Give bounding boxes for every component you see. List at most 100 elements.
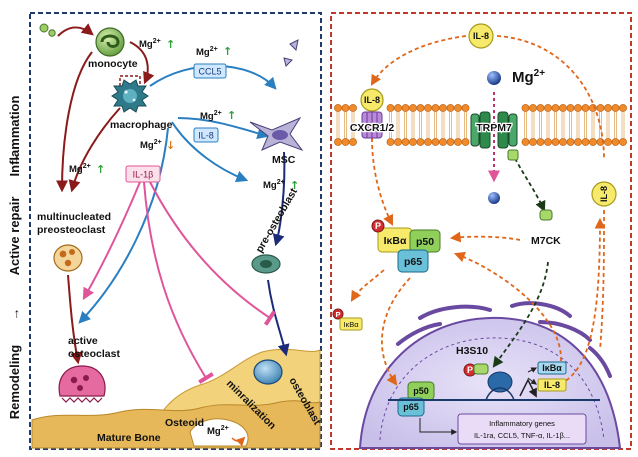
- arrow-small-to-monocyte: [57, 23, 94, 37]
- lipid-head: [604, 104, 612, 112]
- h3s10-label: H3S10: [456, 345, 488, 357]
- nfkb-p50-label: p50: [416, 236, 434, 248]
- lipid-tail: [621, 112, 625, 138]
- m7ck-kinase: M7CK: [531, 209, 561, 247]
- lipid-head: [529, 104, 537, 112]
- lipid-tail: [606, 112, 610, 138]
- lipid-head: [334, 104, 342, 112]
- nfkb-to-ikba-release: [350, 269, 385, 302]
- mg-indicator-il1b: Mg2+ ↓: [140, 139, 175, 152]
- svg-text:Mg2+: Mg2+: [69, 163, 91, 175]
- left-arrows: [56, 23, 290, 447]
- m7ck-to-h3s10: [492, 261, 549, 368]
- lipid-head: [446, 138, 455, 146]
- lipid-head: [454, 138, 462, 146]
- lipid-tail: [456, 112, 460, 138]
- arrow-preosteoblast-to-osteoblast: [267, 279, 290, 357]
- lipid-head: [581, 104, 590, 112]
- macrophage-label: macrophage: [110, 119, 173, 131]
- released-ikba: P IκBα: [332, 308, 363, 331]
- svg-text:Mg2+: Mg2+: [263, 179, 285, 191]
- stage-labels: Inflammation → Active repair → Remodelin…: [7, 95, 22, 419]
- lipid-head: [536, 138, 545, 146]
- lipid-head: [454, 104, 462, 112]
- lipid-head: [521, 104, 530, 112]
- lipid-tail: [464, 112, 467, 138]
- cxcr-to-nfkb: [371, 137, 393, 226]
- lipid-head: [544, 104, 552, 112]
- arrow-il8-to-msc: [177, 117, 270, 140]
- lipid-head: [439, 104, 447, 112]
- lipid-head: [596, 104, 605, 112]
- lipid-head: [416, 138, 425, 146]
- lipid-head: [536, 104, 545, 112]
- m7ck-label: M7CK: [531, 235, 561, 247]
- mg-ion-inside: [488, 192, 500, 204]
- lipid-tail: [531, 112, 535, 138]
- inhibit-il1b-to-preosteoblast: [149, 181, 277, 326]
- lipid-head: [521, 138, 530, 146]
- nfkb-complex: IκBα P p50 p65: [371, 219, 441, 273]
- lipid-tail: [591, 112, 595, 138]
- inhibit-mg-to-mineralization: [231, 436, 246, 447]
- lipid-tail: [389, 112, 392, 138]
- trpm7-to-m7ck: [511, 151, 546, 212]
- svg-text:↓: ↓: [166, 139, 175, 152]
- mg-indicator-monocyte: Mg2+ ↑: [139, 38, 175, 51]
- lipid-tail: [584, 112, 587, 138]
- inflammatory-genes-list: IL-1ra, CCL5, TNF-α, IL-1β...: [474, 431, 570, 440]
- nfkb-ikba-label: IκBα: [384, 235, 407, 247]
- h3s10-p-label: P: [467, 365, 473, 375]
- lipid-tail: [426, 112, 430, 138]
- lipid-head: [611, 138, 620, 146]
- il8-ligand-right: IL-8: [591, 181, 617, 207]
- lipid-head: [349, 138, 357, 146]
- preosteoblast-label: pre-osteoblast: [253, 186, 300, 255]
- svg-text:Mg2+: Mg2+: [196, 46, 218, 58]
- mg-indicator-msc: Mg2+ ↑: [263, 179, 299, 192]
- mg-indicator-ccl5: Mg2+ ↑: [196, 45, 232, 58]
- product-ikba-label: IκBα: [542, 363, 562, 373]
- inflammatory-genes-title: Inflammatory genes: [489, 419, 555, 428]
- il8-ligand-right-label: IL-8: [599, 186, 609, 202]
- arrow-msc-to-preosteoblast: [272, 151, 286, 247]
- lipid-head: [401, 138, 410, 146]
- lipid-head: [574, 138, 582, 146]
- lipid-tail: [411, 112, 415, 138]
- m7ck-to-nfkb: [449, 231, 521, 243]
- lipid-head: [424, 138, 432, 146]
- ccl5-badge: CCL5: [193, 63, 227, 79]
- lipid-head: [431, 138, 440, 146]
- arrow-monocyte-to-preosteoclast: [56, 51, 93, 193]
- lipid-head: [566, 138, 575, 146]
- nuclear-p65-label: p65: [403, 402, 419, 412]
- lipid-head: [401, 104, 410, 112]
- left-panel-border: [29, 12, 322, 450]
- preosteoclast-label: preosteoclast: [37, 224, 106, 236]
- mature-bone-label: Mature Bone: [97, 432, 161, 444]
- svg-text:Mg2+: Mg2+: [207, 425, 229, 437]
- ikba-to-cytoplasm: [453, 251, 562, 369]
- lipid-tail: [539, 112, 542, 138]
- lipid-tail: [569, 112, 572, 138]
- stage-inflammation: Inflammation: [7, 95, 22, 176]
- cell-membrane: [334, 104, 627, 146]
- gene-products: IκBα IL-8: [527, 361, 567, 392]
- msc-fragments: [283, 39, 299, 67]
- mg-indicator-il8: Mg2+ ↑: [200, 109, 236, 122]
- product-il8-label: IL-8: [544, 380, 560, 390]
- il8-badge-left: IL-8: [193, 127, 219, 143]
- stage-arrow-1: →: [7, 154, 22, 167]
- lipid-head: [544, 138, 552, 146]
- released-ikba-label: IκBα: [343, 320, 359, 329]
- lipid-head: [446, 104, 455, 112]
- inhibit-il1b-to-preosteoclast: [82, 181, 141, 301]
- nfkb-to-nucleus: [381, 277, 411, 386]
- lipid-head: [551, 104, 560, 112]
- arrow-monocyte-to-macrophage: [129, 41, 155, 85]
- lipid-head: [386, 104, 395, 112]
- lipid-head: [574, 104, 582, 112]
- cxcr-receptor: IL-8 CXCR1/2: [349, 88, 396, 139]
- lipid-tail: [441, 112, 445, 138]
